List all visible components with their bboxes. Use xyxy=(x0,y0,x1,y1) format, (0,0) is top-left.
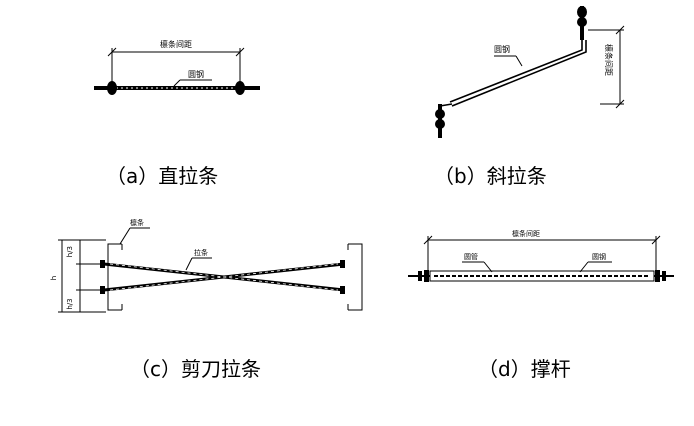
d-caption: （d）撑杆 xyxy=(478,357,571,381)
b-leader-tip xyxy=(515,55,523,67)
d-rod-label: 圆钢 xyxy=(592,252,606,261)
panel-d: 檩条间距 圆管 圆钢 （d）撑杆 xyxy=(408,229,674,381)
b-rod-upper xyxy=(449,40,583,103)
panel-a: 檩条间距 圆钢 （a）直拉条 xyxy=(94,39,260,188)
d-dim-tick-right xyxy=(651,235,661,245)
c-dim-bottom-label: h/3 xyxy=(66,298,74,309)
panel-b: 圆钢 檩条间距 （b）斜拉条 xyxy=(434,6,625,188)
c-nut-4 xyxy=(340,286,345,294)
b-nut-bottom-2 xyxy=(435,119,445,129)
b-caption: （b）斜拉条 xyxy=(434,164,547,188)
a-nut-right xyxy=(235,81,245,95)
a-leader-tip xyxy=(173,79,181,87)
c-caption: （c）剪刀拉条 xyxy=(130,357,261,381)
d-dim-label: 檩条间距 xyxy=(512,229,540,238)
b-rod-label: 圆钢 xyxy=(494,44,510,54)
a-nut-left xyxy=(107,81,117,95)
d-nut-right-1 xyxy=(655,270,660,282)
c-brace-label: 拉条 xyxy=(194,248,208,257)
b-nut-bottom-1 xyxy=(435,109,445,119)
c-nut-2 xyxy=(100,286,105,294)
c-dim-top-label: h/3 xyxy=(66,246,74,257)
a-caption: （a）直拉条 xyxy=(106,164,218,188)
d-nut-right-2 xyxy=(662,271,666,281)
b-rod-bend xyxy=(439,103,453,107)
a-dim-tick-left xyxy=(107,47,117,57)
c-purlin-left xyxy=(107,243,122,311)
d-tube-label: 圆管 xyxy=(464,252,478,261)
b-nut-top-2 xyxy=(577,17,587,27)
c-purlin-leader-tip xyxy=(119,227,131,245)
b-dim-label: 檩条间距 xyxy=(604,44,614,76)
panel-c: 檩条 拉条 h/3 h h/3 （c）剪刀拉条 xyxy=(50,218,363,381)
a-dim-label: 檩条间距 xyxy=(160,39,192,49)
d-nut-left-1 xyxy=(424,270,429,282)
c-dim-mid-label: h xyxy=(50,276,58,280)
a-rod-label: 圆钢 xyxy=(188,69,204,79)
d-nut-left-2 xyxy=(418,271,422,281)
b-dim-tick-top xyxy=(615,25,625,35)
a-dim-tick-right xyxy=(235,47,245,57)
b-dim-tick-bottom xyxy=(615,99,625,109)
d-tube-leader-tip xyxy=(483,261,493,273)
b-nut-top-1 xyxy=(577,6,587,18)
c-brace-2-thread xyxy=(109,263,339,291)
c-nut-3 xyxy=(340,260,345,268)
c-nut-1 xyxy=(100,260,105,268)
d-dim-tick-left xyxy=(423,235,433,245)
c-brace-leader-tip xyxy=(185,257,193,271)
d-rod-leader-tip xyxy=(579,261,589,273)
c-purlin-label: 檩条 xyxy=(130,218,144,227)
b-rod-lower xyxy=(451,40,587,107)
c-purlin-right xyxy=(348,243,363,311)
